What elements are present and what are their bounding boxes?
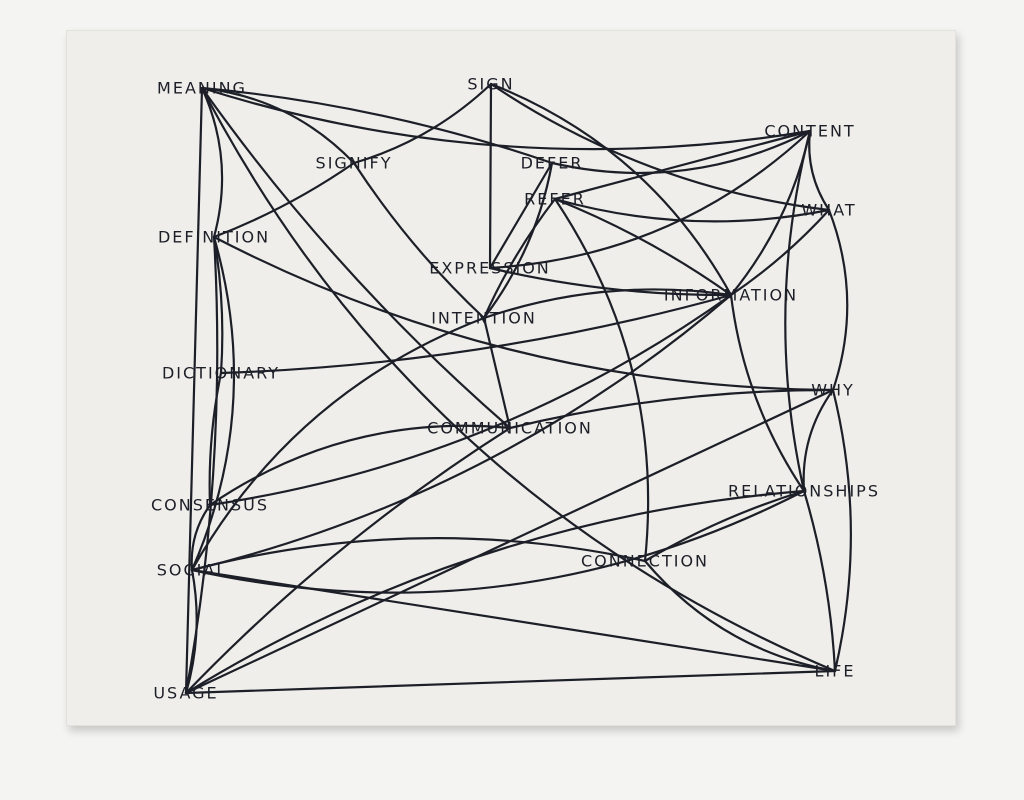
word-defer: DEFER [520,153,584,173]
connection-line-relationships-life [802,489,837,673]
word-life: LIFE [814,661,856,681]
word-sign: SIGN [467,74,515,94]
connection-line-meaning-life [200,86,837,673]
connection-line-content-relationships [784,129,812,493]
word-content: CONTENT [764,121,856,141]
word-consensus: CONSENSUS [151,495,269,515]
connection-line-meaning-signify [200,86,356,165]
connection-line-social-life [190,568,837,673]
word-relationships: RELATIONSHIPS [728,481,880,501]
connection-line-refer-information [553,197,733,297]
connection-line-meaning-definition [200,86,224,239]
connection-line-information-relationships [729,293,806,493]
connection-line-defer-expression [488,161,554,270]
connection-line-consensus-information [208,293,733,507]
connection-line-definition-dictionary [212,235,224,375]
connection-line-content-information [729,129,812,297]
connection-line-definition-why [212,235,835,392]
connection-line-connection-life [643,559,837,673]
connection-line-sign-what [489,82,831,212]
connection-line-content-refer [553,129,812,201]
word-meaning: MEANING [157,78,247,98]
connection-line-social-intention [190,316,486,572]
connection-line-sign-information [489,82,733,297]
connection-line-social-connection [190,537,647,572]
connection-line-sign-expression [488,82,493,270]
word-expression: EXPRESSION [429,258,551,278]
word-communication: COMMUNICATION [427,418,593,438]
word-usage: USAGE [153,683,219,703]
connection-line-defer-intention [482,161,554,320]
connection-line-consensus-social [190,503,212,572]
connection-line-communication-usage [184,426,512,695]
connection-line-definition-usage [184,235,219,695]
connection-line-expression-information [488,266,733,297]
word-social: SOCIAL [156,560,228,580]
word-why: WHY [811,380,855,400]
connection-line-communication-why [508,388,835,430]
connection-line-meaning-usage [184,86,204,695]
word-dictionary: DICTIONARY [161,363,281,383]
connection-line-refer-intention [482,197,557,320]
word-intention: INTENTION [431,308,537,328]
connection-line-defer-content [550,129,812,175]
connection-line-intention-communication [482,316,512,430]
connection-line-what-information [729,208,831,297]
connection-line-meaning-defer [200,86,554,165]
connection-line-consensus-communication [208,424,512,507]
connection-line-dictionary-consensus [208,371,223,507]
connection-line-content-what [808,129,831,212]
connection-line-meaning-communication [200,86,512,430]
connection-line-usage-life [184,669,837,695]
word-signify: SIGNIFY [315,153,393,173]
connection-line-what-why [827,208,849,392]
connection-line-dictionary-information [219,293,733,375]
connection-line-signify-definition [212,161,356,239]
connection-line-social-relationships [190,489,806,594]
connection-line-definition-social [190,235,236,572]
connection-line-relationships-connection [643,489,806,563]
connection-line-meaning-content [200,86,812,151]
word-information: INFORMATION [663,285,799,305]
connection-line-usage-relationships [184,489,806,695]
connection-line-why-life [831,388,852,673]
connection-line-why-relationships [802,388,835,493]
connection-line-expression-content [488,129,812,270]
connection-line-signify-intention [352,161,486,320]
connection-line-refer-connection [553,197,650,563]
connection-line-intention-information [482,288,733,320]
connection-line-social-information [190,293,733,572]
word-definition: DEFINITION [157,227,271,247]
word-refer: REFER [524,189,586,209]
word-what: WHAT [801,200,857,220]
word-connection: CONNECTION [580,551,710,571]
connection-line-sign-signify [352,82,493,165]
